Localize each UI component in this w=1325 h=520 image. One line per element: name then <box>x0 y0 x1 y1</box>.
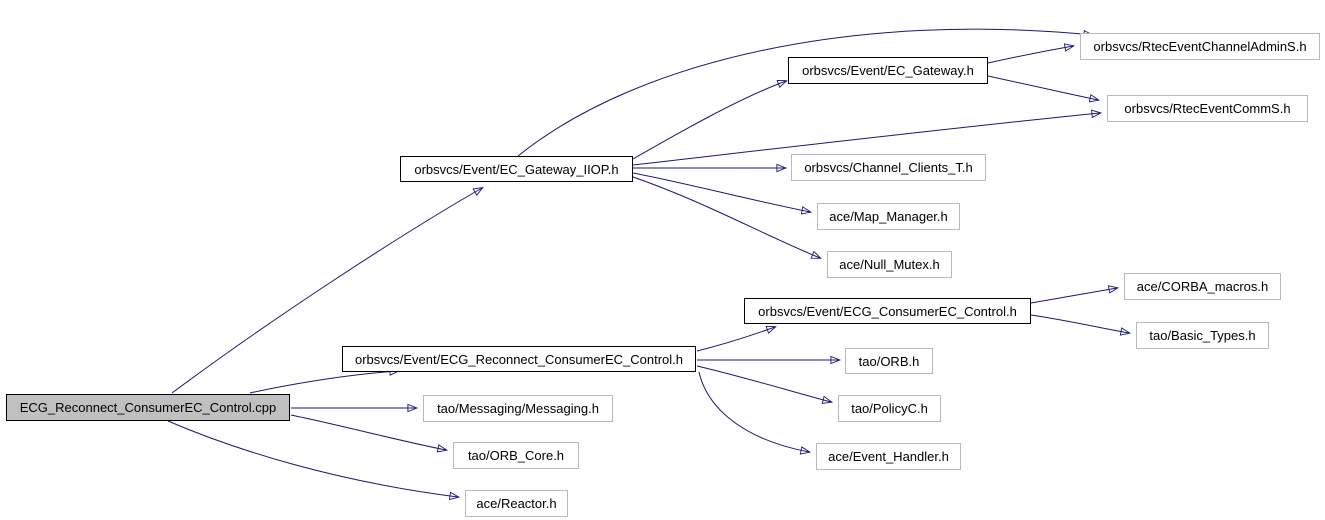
edge-gateway-to-channel-admin <box>987 46 1073 64</box>
node-policyc-h: tao/PolicyC.h <box>838 395 941 422</box>
node-channel-clients-t-h: orbsvcs/Channel_Clients_T.h <box>791 154 986 181</box>
node-rtec-event-comms-h: orbsvcs/RtecEventCommS.h <box>1107 95 1308 122</box>
edge-iiop-to-channel-admin <box>517 28 1092 157</box>
node-ec-gateway-iiop-h[interactable]: orbsvcs/Event/EC_Gateway_IIOP.h <box>400 156 633 182</box>
node-rtec-event-channel-admins-h: orbsvcs/RtecEventChannelAdminS.h <box>1080 33 1320 60</box>
edge-consumer-to-corba-macros <box>1030 288 1117 304</box>
edge-reconnect-to-event-handler <box>698 371 809 452</box>
node-ecg-reconnect-consumerec-control-h[interactable]: orbsvcs/Event/ECG_Reconnect_ConsumerEC_C… <box>342 346 696 372</box>
node-orb-h: tao/ORB.h <box>845 348 933 374</box>
edge-iiop-to-map-manager <box>632 172 810 212</box>
node-basic-types-h: tao/Basic_Types.h <box>1136 322 1269 349</box>
edge-reconnect-to-consumer-control <box>696 327 775 352</box>
node-null-mutex-h: ace/Null_Mutex.h <box>827 251 952 278</box>
node-orb-core-h: tao/ORB_Core.h <box>453 442 579 469</box>
edge-root-to-orb-core <box>290 414 446 450</box>
node-map-manager-h: ace/Map_Manager.h <box>817 203 960 230</box>
edge-reconnect-to-policyc <box>696 365 831 402</box>
edge-root-to-ec-gateway-iiop <box>171 188 482 394</box>
edge-root-to-reactor <box>167 420 458 497</box>
node-ecg-consumerec-control-h[interactable]: orbsvcs/Event/ECG_ConsumerEC_Control.h <box>744 298 1031 324</box>
edge-iiop-to-comms <box>632 113 1100 166</box>
node-ecg-reconnect-consumerec-control-cpp: ECG_Reconnect_ConsumerEC_Control.cpp <box>6 394 290 421</box>
edge-root-to-ecg-reconnect-control <box>249 371 398 394</box>
edge-iiop-to-null-mutex <box>632 176 820 258</box>
node-messaging-h: tao/Messaging/Messaging.h <box>423 395 613 422</box>
node-event-handler-h: ace/Event_Handler.h <box>816 443 961 470</box>
node-ec-gateway-h[interactable]: orbsvcs/Event/EC_Gateway.h <box>788 57 988 84</box>
edge-gateway-to-comms <box>987 75 1098 100</box>
edge-iiop-to-ec-gateway <box>632 81 786 160</box>
node-corba-macros-h: ace/CORBA_macros.h <box>1124 273 1281 300</box>
edge-consumer-to-basic-types <box>1030 314 1129 333</box>
node-reactor-h: ace/Reactor.h <box>465 490 568 517</box>
